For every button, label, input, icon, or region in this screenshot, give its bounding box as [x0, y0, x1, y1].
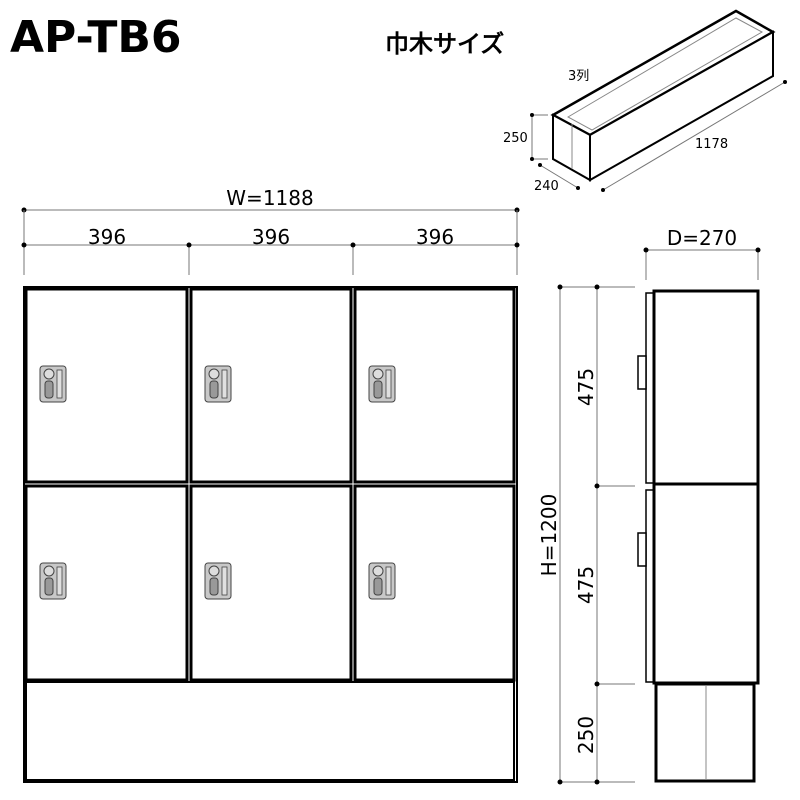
dial-lock-icon	[204, 562, 232, 600]
plinth-columns-label: 3列	[568, 69, 589, 84]
dial-lock-icons	[39, 365, 396, 600]
front-view	[23, 286, 518, 783]
height-label: H=1200	[537, 494, 561, 577]
width-label: W=1188	[226, 186, 313, 210]
dial-lock-icon	[39, 365, 67, 403]
dial-lock-icon	[368, 365, 396, 403]
row-height-1: 475	[574, 368, 598, 406]
depth-label: D=270	[667, 226, 737, 250]
plinth-heading: 巾木サイズ	[385, 30, 504, 58]
plinth-length-label: 1178	[695, 137, 728, 152]
front-dimensions	[21, 207, 520, 275]
side-dimensions	[557, 247, 761, 785]
plinth-height-label: 250	[503, 131, 528, 146]
plinth-depth-label: 240	[534, 179, 559, 194]
side-view	[637, 289, 760, 783]
column-width-1: 396	[88, 225, 126, 249]
model-title: AP-TB6	[10, 12, 182, 63]
plinth-isometric	[530, 9, 787, 192]
column-width-2: 396	[252, 225, 290, 249]
handle	[637, 355, 647, 390]
row-height-2: 475	[574, 566, 598, 604]
dial-lock-icon	[204, 365, 232, 403]
column-width-3: 396	[416, 225, 454, 249]
dial-lock-icon	[39, 562, 67, 600]
row-height-3: 250	[574, 716, 598, 754]
plinth-front	[25, 681, 515, 781]
handle	[637, 532, 647, 567]
dial-lock-icon	[368, 562, 396, 600]
